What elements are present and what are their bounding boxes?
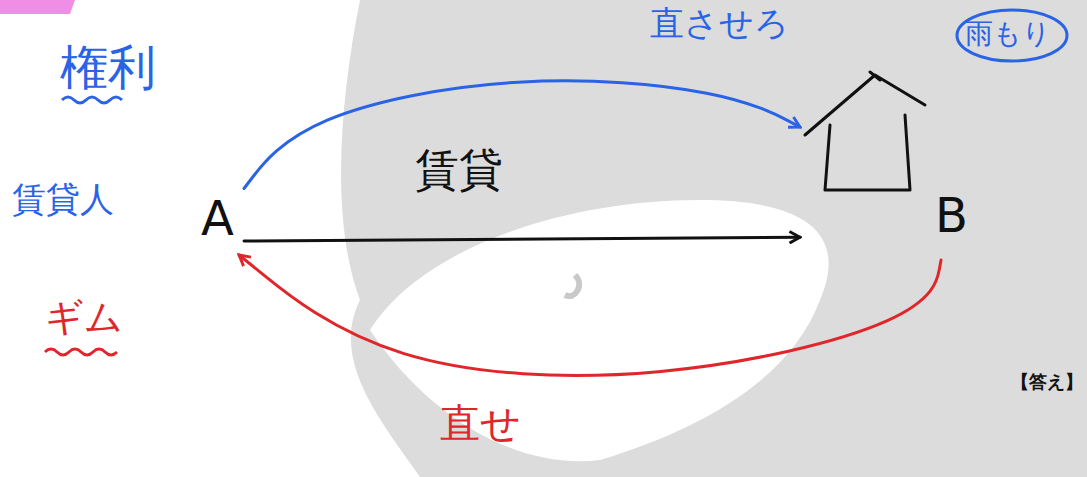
right-label: 権利 [60,40,156,95]
wavy-underline [62,97,122,103]
watermark-eye [565,275,579,296]
connector-arrow [239,255,941,375]
house-outline [805,72,925,190]
answer-label: 【答え】 [1011,372,1083,393]
connector-arrow [244,237,800,241]
wavy-underline [45,349,117,355]
node-text: B [935,188,972,243]
edge-label: 直させろ [650,4,789,43]
edge-label: 賃貸 [415,145,503,196]
circled-note: 雨もり [955,8,1069,63]
party-node: A [195,185,244,255]
role-label: 賃貸人 [12,180,114,219]
node-text: A [201,191,238,246]
edge-label: 直せ [440,400,521,446]
circle-outline [957,10,1067,61]
corner-mark [0,0,75,14]
party-house-node: B [800,70,972,260]
connector-arrow [244,81,800,189]
duty-label: ギム [45,296,123,340]
node-text: 雨もり [965,18,1059,50]
